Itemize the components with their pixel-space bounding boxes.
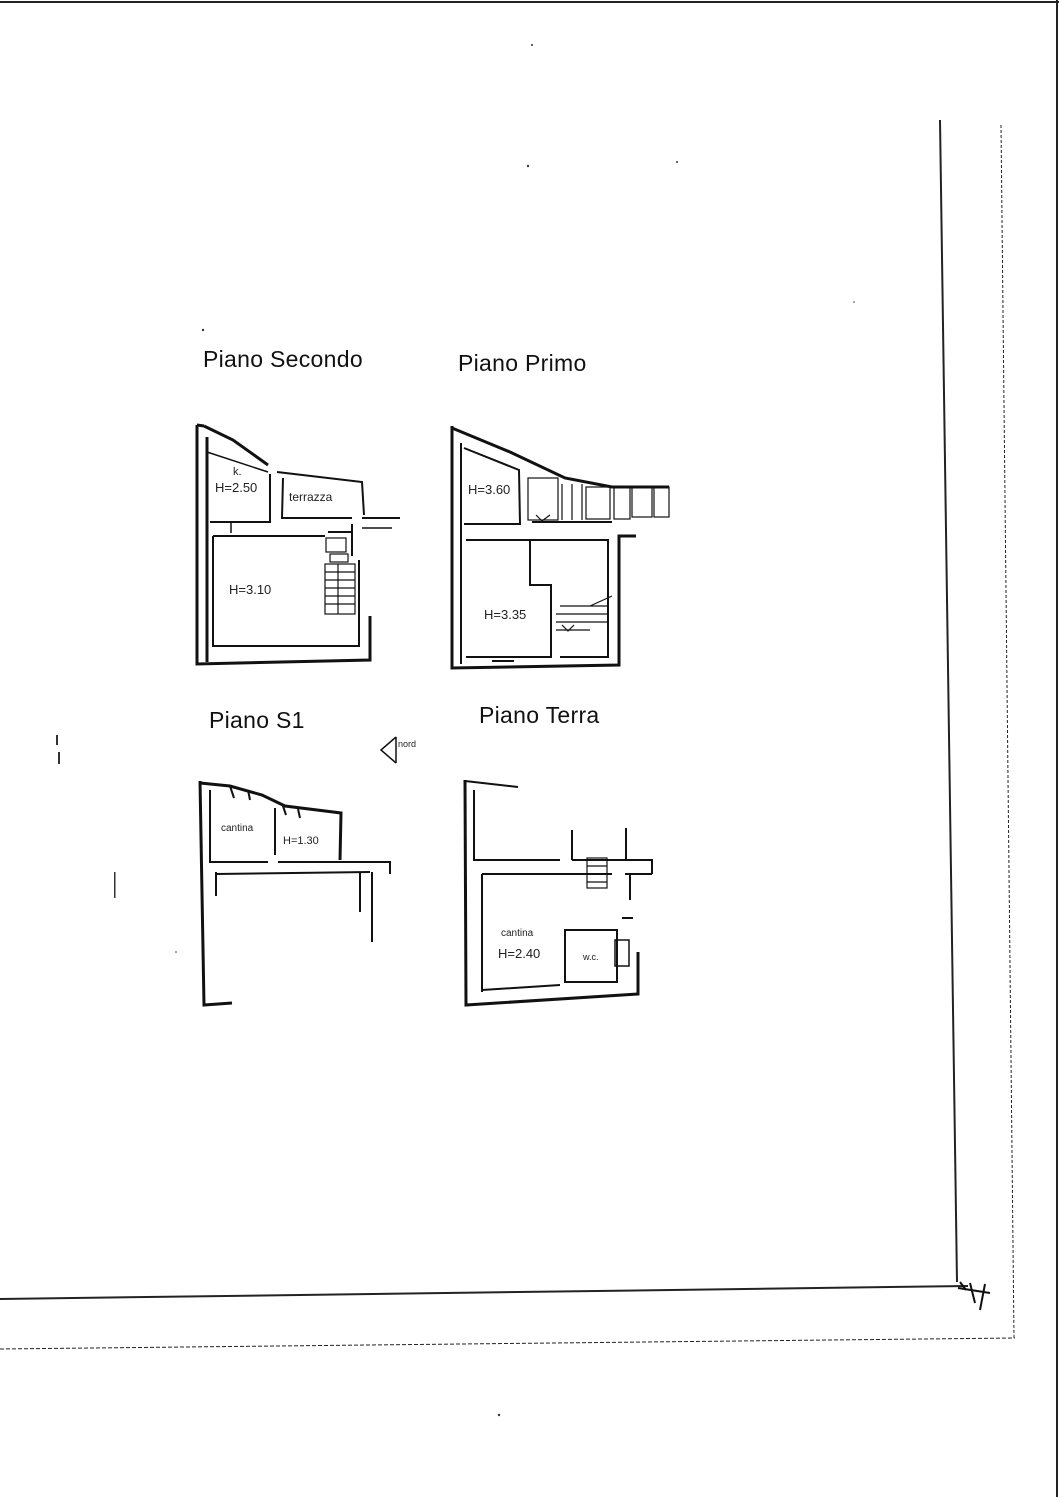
plan-piano-terra (463, 779, 653, 1007)
plan-piano-primo (450, 426, 669, 670)
scan-specks (56, 44, 855, 1417)
signature-mark (957, 1281, 991, 1311)
label-secondo-main-height: H=3.10 (229, 582, 272, 597)
plan-piano-s1 (198, 780, 391, 1007)
label-primo-upper-height: H=3.60 (468, 482, 511, 497)
title-piano-secondo: Piano Secondo (203, 346, 363, 372)
label-s1-cantina: cantina (221, 823, 254, 834)
label-terra-wc: w.c. (583, 952, 599, 962)
plan-piano-secondo (195, 423, 400, 666)
label-terra-cantina: cantina (501, 928, 534, 939)
label-s1-height: H=1.30 (283, 835, 319, 847)
label-secondo-terrazza: terrazza (289, 490, 333, 504)
label-secondo-k: k. (233, 466, 242, 478)
stair-piano-secondo (324, 537, 356, 615)
stairs-piano-primo (527, 477, 670, 632)
north-arrow (379, 736, 397, 764)
title-piano-primo: Piano Primo (458, 350, 587, 376)
label-terra-height: H=2.40 (498, 946, 541, 961)
title-piano-s1: Piano S1 (209, 707, 305, 733)
label-secondo-k-height: H=2.50 (215, 480, 258, 495)
stair-piano-terra (586, 857, 608, 889)
title-piano-terra: Piano Terra (479, 702, 600, 728)
label-primo-main-height: H=3.35 (484, 607, 527, 622)
label-north: nord (398, 739, 417, 749)
